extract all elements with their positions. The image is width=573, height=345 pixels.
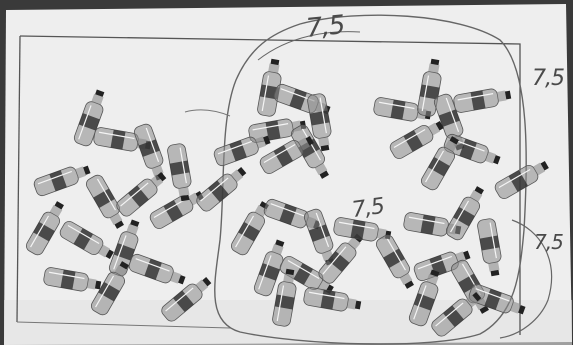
annotation-top: 7,5 [305,10,346,44]
annotation-right-bottom: 7,5 [534,230,563,254]
annotation-center: 7,5 [350,194,385,223]
annotation-right-top: 7,5 [532,66,564,91]
